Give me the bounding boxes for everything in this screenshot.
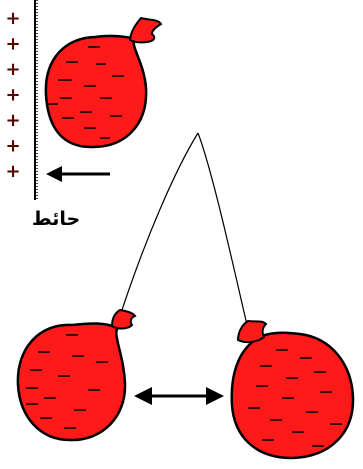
wall [34,0,38,200]
plus-sign: + [5,161,20,182]
balloon-wall [44,16,163,149]
plus-sign: + [5,110,20,131]
wall-positive-charges: + + + + + + + [5,8,20,182]
balloon-left-negative-charges [26,334,108,429]
plus-sign: + [5,136,20,157]
balloon-right [230,319,355,460]
arrow-left-icon [46,166,110,182]
plus-sign: + [5,34,20,55]
plus-sign: + [5,59,20,80]
plus-sign: + [5,8,20,29]
balloon-right-negative-charges [248,349,342,447]
wall-label: حائط [31,208,81,230]
double-arrow-icon [134,387,224,405]
balloon-left [16,308,137,442]
strings [120,132,248,326]
balloon-wall-negative-charges [46,46,124,139]
plus-sign: + [5,85,20,106]
